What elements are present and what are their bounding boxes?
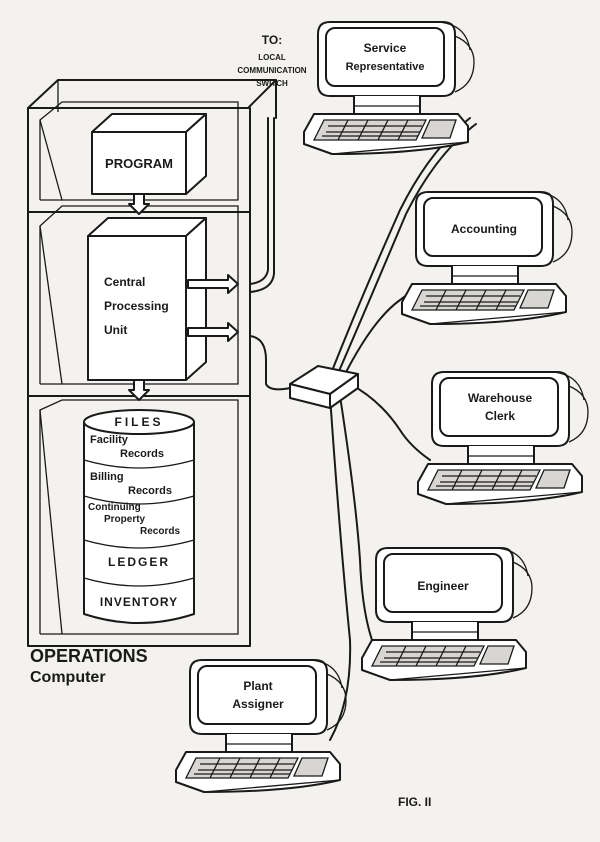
continuing-label: Continuing	[88, 502, 141, 513]
assigner-label: Assigner	[232, 697, 284, 711]
program-block: PROGRAM	[91, 113, 207, 195]
terminal-accounting: Accounting	[401, 191, 573, 325]
junction-box	[289, 365, 359, 409]
arrow-cpu-output-1	[187, 274, 239, 294]
computer-title: OPERATIONS	[30, 646, 148, 666]
property-label: Property	[104, 514, 146, 525]
cpu-label-central: Central	[104, 275, 145, 289]
facility-records-label: Records	[120, 448, 164, 460]
plant-label: Plant	[243, 679, 272, 693]
billing-records-label: Records	[128, 485, 172, 497]
program-label: PROGRAM	[105, 156, 173, 171]
service-label: Service	[364, 41, 407, 55]
arrow-cpu-to-files	[128, 379, 150, 401]
cpu-label-processing: Processing	[104, 299, 169, 313]
representative-label: Representative	[346, 61, 425, 73]
terminal-service-representative: Service Representative	[303, 21, 475, 155]
facility-label: Facility	[90, 434, 129, 446]
switch-label-local: LOCAL	[258, 53, 286, 62]
terminal-warehouse-clerk: Warehouse Clerk	[417, 371, 589, 505]
billing-label: Billing	[90, 471, 124, 483]
terminal-plant-assigner: Plant Assigner	[175, 659, 347, 793]
terminal-engineer: Engineer	[361, 547, 533, 681]
property-records-label: Records	[140, 526, 180, 537]
cpu-block: Central Processing Unit	[87, 217, 207, 381]
switch-label-to: TO:	[262, 33, 282, 47]
figure-label: FIG. II	[398, 795, 431, 809]
cpu-label-unit: Unit	[104, 323, 127, 337]
clerk-label: Clerk	[485, 409, 515, 423]
ledger-label: LEDGER	[108, 555, 170, 569]
inventory-label: INVENTORY	[100, 595, 178, 609]
switch-label-communication: COMMUNICATION	[237, 66, 306, 75]
engineer-label: Engineer	[417, 579, 469, 593]
warehouse-label: Warehouse	[468, 391, 533, 405]
files-label: FILES	[114, 415, 163, 429]
computer-subtitle: Computer	[30, 669, 106, 686]
accounting-label: Accounting	[451, 222, 517, 236]
arrow-cpu-output-2	[187, 322, 239, 342]
files-cylinder: FILES Facility Records Billing Records C…	[83, 409, 195, 624]
arrow-program-to-cpu	[128, 193, 150, 215]
